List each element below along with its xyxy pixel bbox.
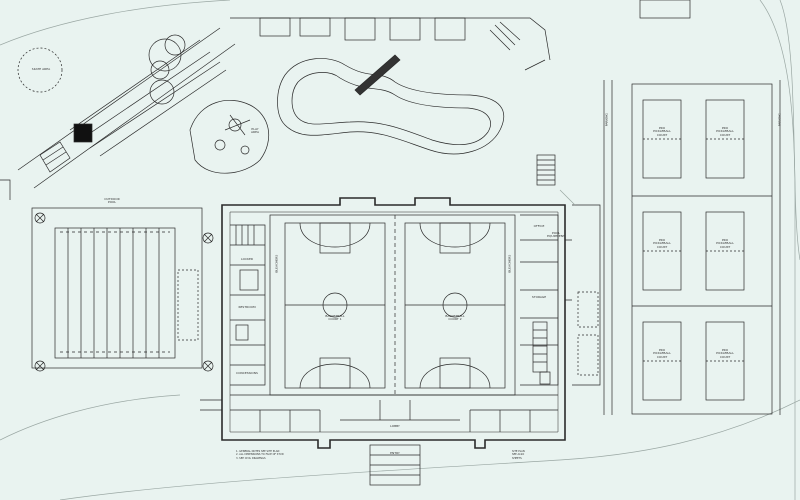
label-court-6: PRO PICKLEBALL COURT — [716, 348, 734, 359]
label-play-area: PLAY AREA — [250, 127, 260, 135]
label-pool-equipment: POOL EQUIPMENT — [547, 231, 565, 239]
label-court-4: PRO PICKLEBALL COURT — [716, 238, 734, 249]
label-bleachers-right: BLEACHERS — [507, 254, 512, 273]
notes-left: 1. GENERAL NOTES SEE SITE PLAN 2. ALL DI… — [236, 450, 284, 460]
label-lobby: LOBBY — [390, 424, 400, 428]
label-basketball-court-1: BASKETBALL COURT 1 — [325, 314, 345, 322]
label-court-2: PRO PICKLEBALL COURT — [716, 126, 734, 137]
label-parking-left: PARKING — [604, 113, 609, 127]
label-court-3: PRO PICKLEBALL COURT — [653, 238, 671, 249]
label-outdoor-pool: OUTDOOR POOL — [104, 197, 120, 205]
label-court-5: PRO PICKLEBALL COURT — [653, 348, 671, 359]
notes-right: SITE PLAN SEE ALSO SHEETS — [512, 450, 525, 460]
label-storage: STORAGE — [531, 295, 547, 299]
label-office: OFFICE — [533, 224, 545, 228]
label-court-1: PRO PICKLEBALL COURT — [653, 126, 671, 137]
label-basketball-court-2: BASKETBALL COURT 2 — [445, 314, 465, 322]
label-parking-right: PARKING — [777, 113, 782, 127]
label-bleachers-left: BLEACHERS — [274, 254, 279, 273]
label-skate-area: SKATE AREA — [31, 67, 51, 71]
label-locker: LOCKER — [241, 257, 253, 261]
label-restroom: RESTROOM — [238, 305, 256, 309]
label-concessions: CONCESSIONS — [236, 371, 258, 375]
label-entry: ENTRY — [390, 451, 400, 455]
